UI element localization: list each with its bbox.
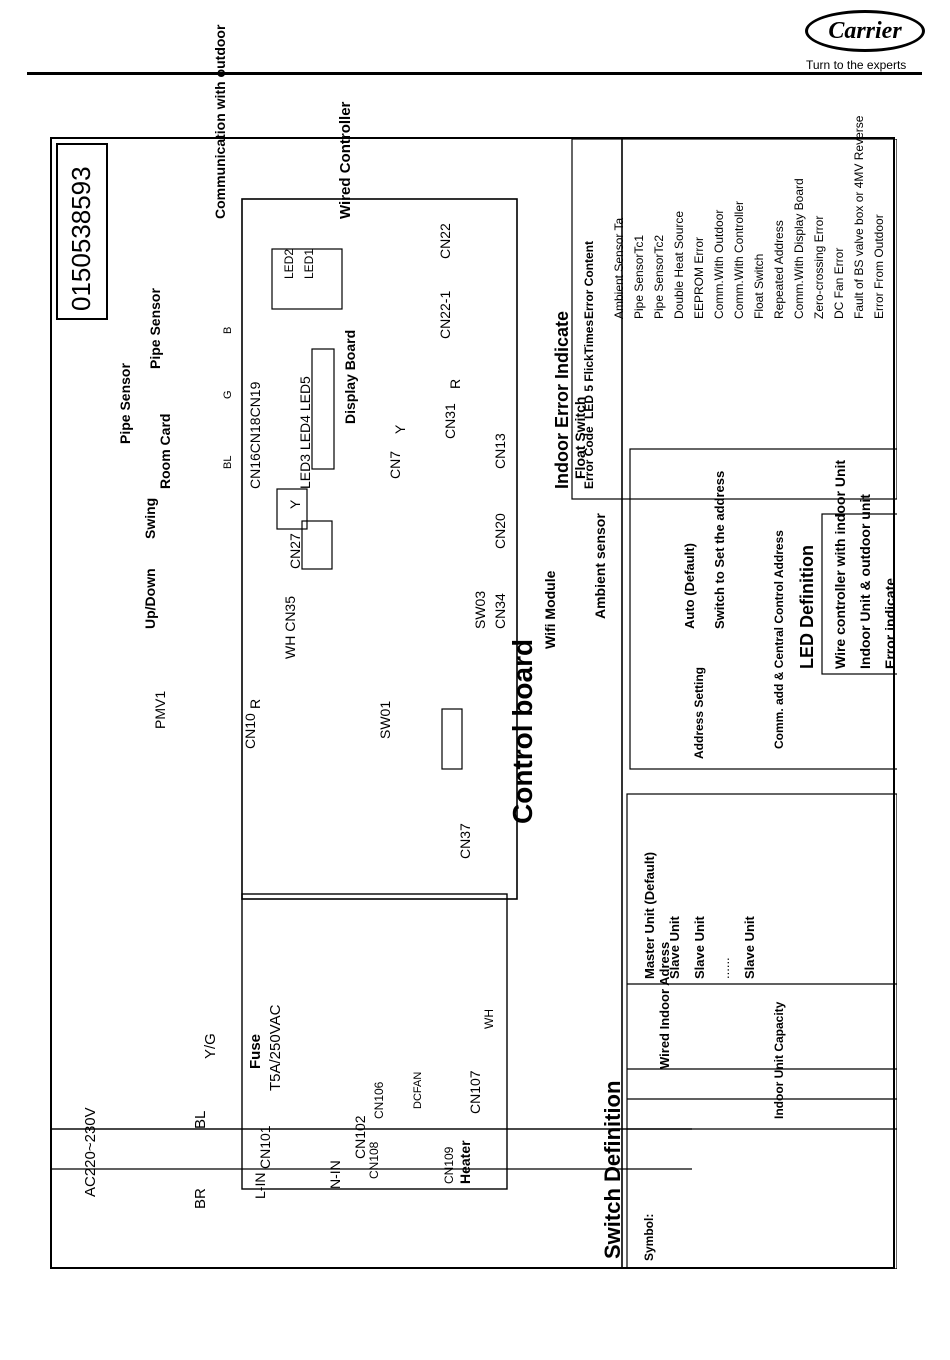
tagline: Turn to the experts (806, 58, 907, 72)
error-row-4: EEPROM Error (692, 236, 706, 319)
updown-label: Up/Down (142, 568, 158, 629)
cn7-label: CN7 (387, 450, 403, 479)
wiring-diagram-sheet: 0150538593 AC220~230V BR BL Y/G Fuse T5A… (50, 25, 898, 1269)
room-card-label: Room Card (157, 413, 173, 489)
error-row-10: Zero-crossing Error (812, 215, 826, 319)
cn31-r: R (447, 378, 463, 389)
error-row-7: Float Switch (752, 253, 766, 319)
cn107-wh: WH (482, 1009, 496, 1029)
fuse-rating: T5A/250VAC (267, 1004, 284, 1091)
wired-controller-label: Wired Controller (337, 101, 354, 219)
diagram-lines (52, 139, 897, 1269)
cn16-label: CN16CN18CN19 (247, 381, 263, 489)
cn37-label: CN37 (457, 823, 473, 859)
sw-row-0: Master Unit (Default) (642, 851, 657, 979)
display-board-label: Display Board (342, 329, 358, 424)
communication-label: Communication with outdoor (212, 24, 228, 219)
led-row-1: Indoor Unit & outdoor unit (857, 494, 873, 669)
sw01-label: SW01 (377, 700, 393, 739)
cn101-sub: L-IN (252, 1172, 268, 1199)
cn102-label: CN102 (352, 1115, 368, 1159)
error-row-5: Comm.With Outdoor (712, 209, 726, 319)
ground-label: Y/G (202, 1033, 219, 1059)
pipe-sensor-1-label: Pipe Sensor (117, 363, 133, 444)
error-row-9: Comm.With Display Board (792, 178, 806, 319)
cn22-label: CN22 (437, 223, 453, 259)
error-head-code: Error Code (582, 426, 596, 489)
symbol-title: Symbol: (642, 1213, 656, 1261)
cn27-y: Y (287, 499, 303, 509)
error-head-led: LED 5 FlickTimes (582, 319, 596, 419)
error-row-8: Repeated Address (772, 220, 786, 319)
address-setting-label: Address Setting (692, 666, 706, 759)
address-row1: Switch to Set the address (712, 470, 727, 629)
cn106-label: CN106 (372, 1081, 386, 1119)
error-row-3: Double Heat Source (672, 210, 686, 319)
wifi-label: Wifi Module (542, 570, 558, 649)
sw-row-1: Slave Unit (667, 916, 682, 979)
sw-row-4: Slave Unit (742, 916, 757, 979)
sw03-label: SW03 (472, 590, 488, 629)
swing-label: Swing (142, 497, 158, 539)
led2-label: LED2 (282, 248, 296, 279)
error-row-0: Ambient Sensor Ta (612, 217, 626, 319)
cn108-label: CN108 (367, 1141, 381, 1179)
cn22-1-label: CN22-1 (437, 290, 453, 339)
wire-l-label: BR (192, 1188, 209, 1209)
error-head-content: Error Content (582, 241, 596, 319)
led-row-0: Wire controller with indoor Unit (832, 459, 848, 669)
logo-mark: Carrier (805, 10, 925, 52)
pipe-sensor-2-label: Pipe Sensor (147, 288, 163, 369)
capacity-label: Indoor Unit Capacity (772, 1001, 786, 1119)
bl-tag: BL (222, 455, 234, 469)
cn20-label: CN20 (492, 513, 508, 549)
comm-label: Comm. add & Central Control Address (772, 530, 786, 749)
dcfan-label: DCFAN (412, 1071, 424, 1109)
cn7-y: Y (392, 424, 408, 434)
cn10-r: R (247, 698, 263, 709)
error-row-12: Fault of BS valve box or 4MV Reverse (852, 115, 866, 319)
sw-row-2: Slave Unit (692, 916, 707, 979)
led3-label: LED3 LED4 LED5 (297, 376, 313, 489)
error-row-2: Pipe SensorTc2 (652, 234, 666, 319)
cn13-label: CN13 (492, 433, 508, 469)
error-row-13: Error From Outdoor (872, 214, 886, 319)
heater-label: Heater (457, 1140, 473, 1184)
cn101-label: CN101 (257, 1125, 273, 1169)
cn10-label: CN10 (242, 713, 258, 749)
cn35-label: WH CN35 (282, 595, 298, 659)
g-tag: G (222, 390, 234, 399)
led-def-title: LED Definition (797, 545, 817, 669)
b-tag: B (222, 326, 234, 334)
header-rule (27, 72, 922, 75)
power-supply-label: AC220~230V (82, 1107, 99, 1197)
fuse-label: Fuse (247, 1033, 264, 1069)
cn109-label: CN109 (442, 1146, 456, 1184)
switch-def-title: Switch Definition (600, 1080, 625, 1259)
sw-row-3: ...... (717, 957, 732, 979)
error-row-6: Comm.With Controller (732, 200, 746, 319)
cn27-label: CN27 (287, 533, 303, 569)
doc-code: 0150538593 (66, 166, 96, 311)
address-row0: Auto (Default) (682, 543, 697, 629)
cn107-label: CN107 (467, 1070, 483, 1114)
pmv1-label: PMV1 (152, 690, 168, 729)
control-board-title: Control board (507, 638, 538, 824)
error-row-11: DC Fan Error (832, 247, 846, 319)
wire-n-label: BL (192, 1110, 209, 1129)
error-indicate-title: Indoor Error Indicate (552, 310, 572, 489)
brand-logo: Carrier Turn to the experts (800, 10, 930, 74)
ambient-label: Ambient sensor (592, 513, 608, 619)
cn34-label: CN34 (492, 593, 508, 629)
error-row-1: Pipe SensorTc1 (632, 234, 646, 319)
cn31-label: CN31 (442, 403, 458, 439)
nin-label: N-IN (327, 1160, 343, 1189)
led1-label: LED1 (302, 248, 316, 279)
rotated-diagram-canvas: 0150538593 AC220~230V BR BL Y/G Fuse T5A… (52, 25, 898, 1269)
led-row-2: Error indicate (882, 577, 898, 669)
